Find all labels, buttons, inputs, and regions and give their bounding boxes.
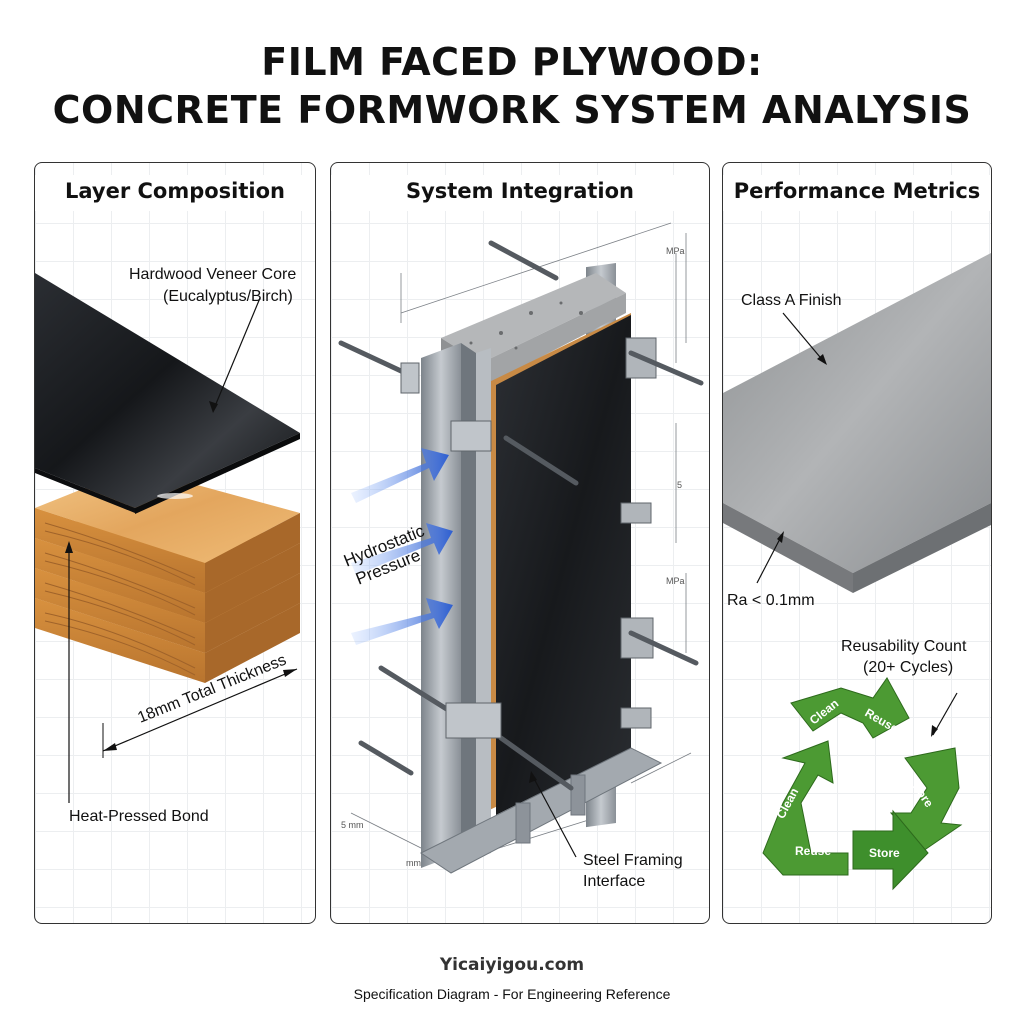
dim-5mm: 5 mm (341, 820, 364, 830)
title-line-2: CONCRETE FORMWORK SYSTEM ANALYSIS (52, 88, 972, 132)
page-title: FILM FACED PLYWOOD: CONCRETE FORMWORK SY… (0, 38, 1024, 134)
hardwood-core-label-line1: Hardwood Veneer Core (129, 266, 297, 283)
concrete-finish-illustration (723, 253, 991, 891)
pressure-arrows (351, 448, 453, 645)
class-a-finish-label: Class A Finish (741, 292, 842, 309)
dim-mm: mm (406, 858, 421, 868)
layer-composition-panel: Layer Composition Hardwood Veneer Core (… (34, 162, 316, 924)
formwork-system-illustration (338, 222, 704, 874)
cycle-word-store-2: Store (869, 846, 900, 860)
performance-metrics-panel: Performance Metrics Class A Finish Ra < … (722, 162, 992, 924)
heat-pressed-bond-label: Heat-Pressed Bond (69, 808, 209, 825)
steel-framing-label-line2: Interface (583, 873, 646, 890)
dim-5: 5 (677, 480, 683, 490)
left-clamps (400, 362, 502, 739)
film-faced-panel (496, 315, 631, 815)
film-face-sheet (35, 273, 300, 514)
cycle-word-reuse-2: Reuse (795, 844, 832, 858)
system-integration-panel: System Integration Hydrostatic Pressure … (330, 162, 710, 924)
system-integration-title: System Integration (331, 175, 709, 211)
hardwood-core-label-line2: (Eucalyptus/Birch) (163, 288, 293, 305)
footer-caption: Specification Diagram - For Engineering … (353, 986, 671, 1002)
dim-mpa-top: MPa (666, 246, 685, 256)
site-name: Yicaiyigou.com (439, 955, 585, 975)
reusability-label-line2: (20+ Cycles) (863, 659, 954, 676)
layer-composition-title: Layer Composition (35, 175, 315, 211)
roughness-label: Ra < 0.1mm (727, 592, 815, 609)
concrete-slab (723, 253, 991, 593)
title-line-1: FILM FACED PLYWOOD: (261, 40, 763, 84)
steel-framing-label-line1: Steel Framing (583, 852, 683, 869)
performance-metrics-title: Performance Metrics (723, 175, 991, 211)
reuse-cycle-icon (762, 677, 963, 891)
plywood-layers-illustration (35, 273, 300, 803)
tie-rods (338, 240, 704, 791)
dim-mpa-mid: MPa (666, 576, 685, 586)
right-clamps (620, 337, 657, 729)
reusability-label-line1: Reusability Count (841, 638, 967, 655)
